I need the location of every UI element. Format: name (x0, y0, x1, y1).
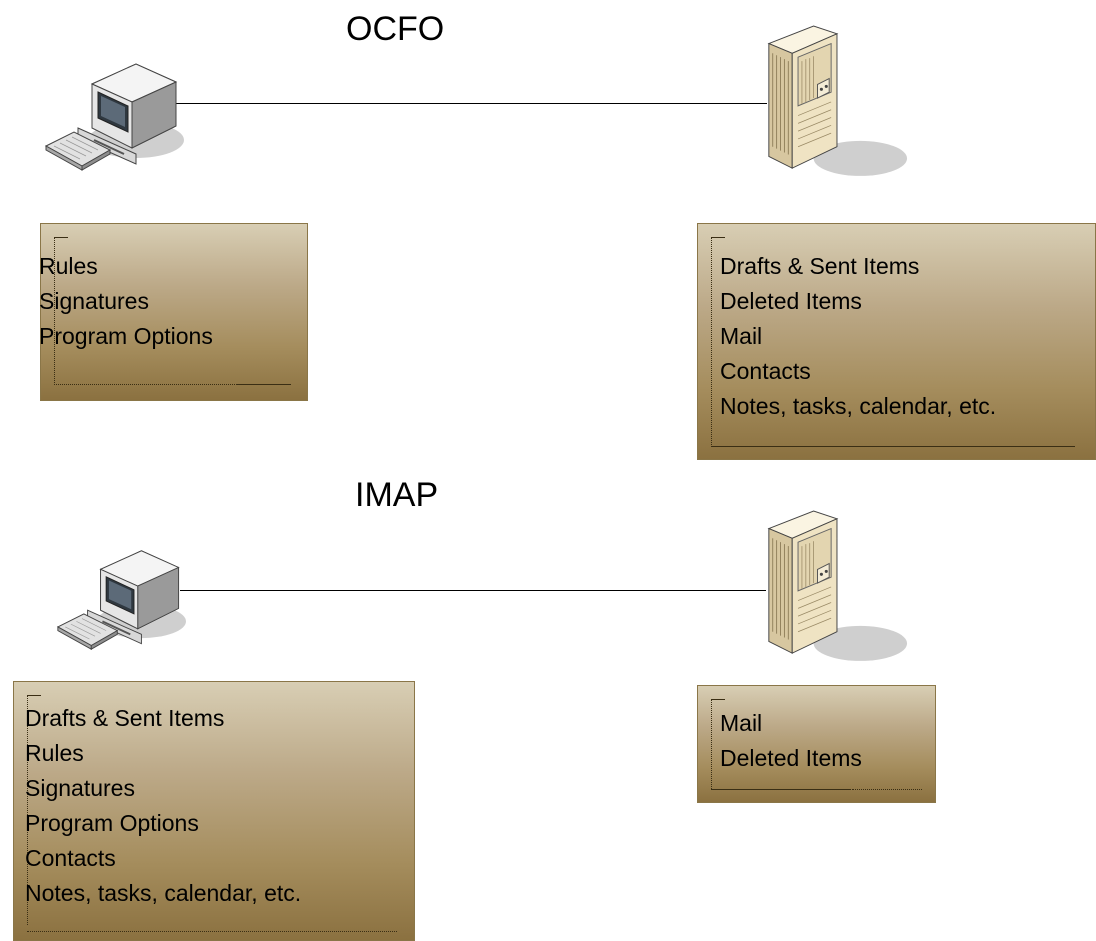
imap-client-item: Program Options (25, 810, 199, 836)
ocfo-client-item: Program Options (39, 323, 213, 349)
imap-client-item-list: Drafts & Sent Items Rules Signatures Pro… (25, 701, 301, 911)
ocfo-client-desktop-computer-icon (44, 58, 184, 176)
ocfo-server-item: Contacts (720, 358, 811, 384)
imap-client-item: Drafts & Sent Items (25, 705, 225, 731)
imap-server-item-list: Mail Deleted Items (720, 706, 862, 776)
imap-server-storage-box: Mail Deleted Items (697, 685, 936, 803)
ocfo-client-storage-box: Rules Signatures Program Options (39, 223, 308, 401)
imap-client-desktop-computer-icon (56, 544, 186, 656)
ocfo-server-item: Drafts & Sent Items (720, 253, 920, 279)
imap-title: IMAP (355, 476, 439, 514)
imap-server-tower-icon (763, 505, 909, 665)
ocfo-client-item-list: Rules Signatures Program Options (39, 249, 213, 354)
imap-server-item: Deleted Items (720, 745, 862, 771)
ocfo-server-item: Deleted Items (720, 288, 862, 314)
ocfo-connection-line (175, 103, 767, 104)
imap-client-item: Contacts (25, 845, 116, 871)
ocfo-server-item-list: Drafts & Sent Items Deleted Items Mail C… (720, 249, 996, 424)
imap-server-item: Mail (720, 710, 763, 736)
imap-connection-line (180, 590, 766, 591)
ocfo-server-storage-box: Drafts & Sent Items Deleted Items Mail C… (697, 223, 1096, 460)
ocfo-client-item: Rules (39, 253, 98, 279)
ocfo-server-item: Notes, tasks, calendar, etc. (720, 393, 997, 419)
imap-client-item: Notes, tasks, calendar, etc. (25, 880, 302, 906)
ocfo-title: OCFO (346, 10, 445, 48)
imap-client-item: Signatures (25, 775, 135, 801)
imap-client-storage-box: Drafts & Sent Items Rules Signatures Pro… (13, 681, 415, 941)
imap-client-item: Rules (25, 740, 84, 766)
ocfo-server-item: Mail (720, 323, 763, 349)
ocfo-client-item: Signatures (39, 288, 149, 314)
ocfo-server-tower-icon (763, 20, 909, 180)
